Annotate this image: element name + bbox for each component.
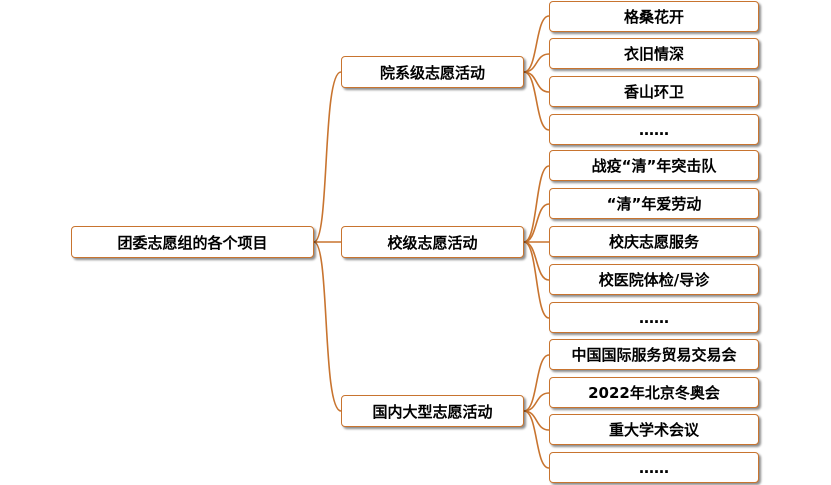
connector-cat0-leaf0: [523, 15, 550, 73]
connector-root-cat0: [313, 71, 342, 243]
connector-cat2-leaf2: [523, 410, 550, 431]
category-node-departmental: 院系级志愿活动: [341, 56, 524, 88]
leaf-node: 校医院体检/导诊: [549, 264, 759, 295]
connector-cat2-leaf3: [523, 410, 550, 469]
connector-cat1-leaf0: [523, 165, 550, 243]
leaf-node: 战疫“清”年突击队: [549, 150, 759, 181]
connector-cat1-leaf4: [523, 241, 550, 319]
connector-root-cat2: [313, 241, 342, 412]
connector-cat2-leaf0: [523, 354, 550, 412]
leaf-node: 中国国际服务贸易交易会: [549, 339, 759, 370]
connector-cat0-leaf1: [523, 53, 550, 73]
connector-cat2-leaf1: [523, 392, 550, 412]
leaf-node-ellipsis: ……: [549, 302, 759, 333]
leaf-node-ellipsis: ……: [549, 452, 759, 483]
leaf-node-ellipsis: ……: [549, 114, 759, 145]
leaf-node: 格桑花开: [549, 1, 759, 32]
connector-cat0-leaf3: [523, 71, 550, 131]
category-node-national: 国内大型志愿活动: [341, 395, 524, 427]
leaf-node: 校庆志愿服务: [549, 226, 759, 257]
leaf-node: 2022年北京冬奥会: [549, 377, 759, 408]
connector-cat1-leaf1: [523, 203, 550, 243]
connector-cat1-leaf3: [523, 241, 550, 281]
leaf-node: 重大学术会议: [549, 414, 759, 445]
connector-cat0-leaf2: [523, 71, 550, 93]
category-node-school: 校级志愿活动: [341, 226, 524, 258]
root-node: 团委志愿组的各个项目: [71, 226, 314, 258]
leaf-node: 衣旧情深: [549, 38, 759, 69]
leaf-node: 香山环卫: [549, 76, 759, 107]
leaf-node: “清”年爱劳动: [549, 188, 759, 219]
